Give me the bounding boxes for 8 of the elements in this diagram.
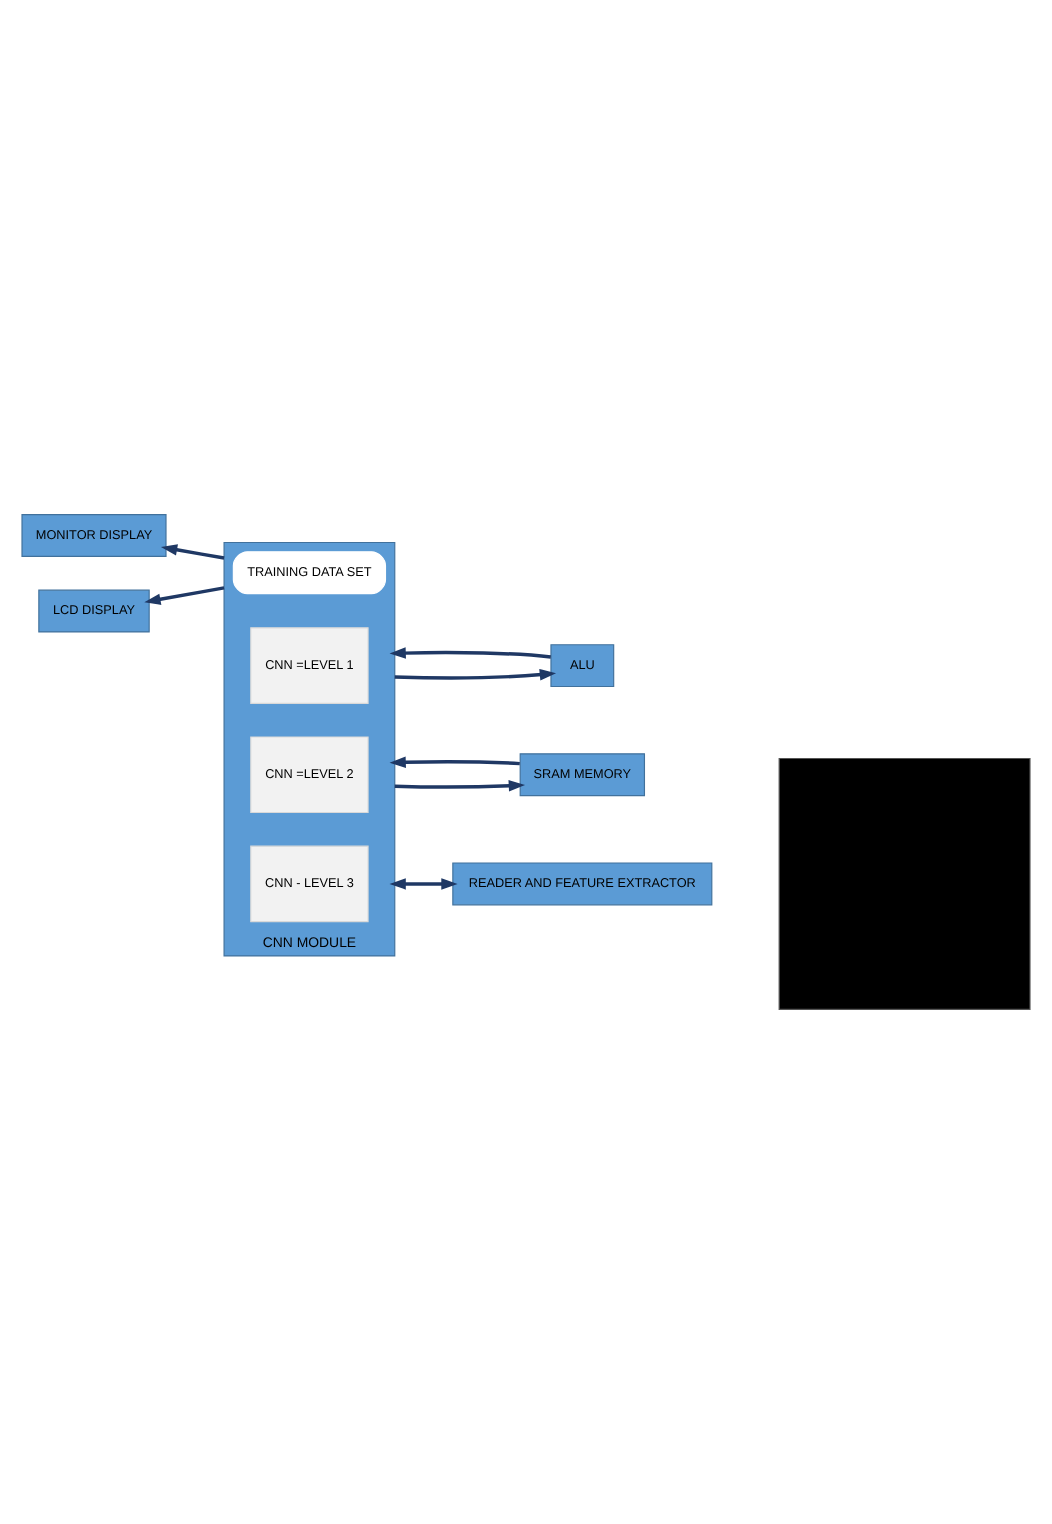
arrow (389, 878, 458, 890)
arrow (389, 647, 551, 659)
node-box (778, 757, 1031, 1010)
arrow (144, 586, 225, 605)
arrow (394, 780, 526, 792)
arrow (389, 756, 520, 768)
arrow (160, 544, 225, 560)
arrow (394, 669, 557, 681)
